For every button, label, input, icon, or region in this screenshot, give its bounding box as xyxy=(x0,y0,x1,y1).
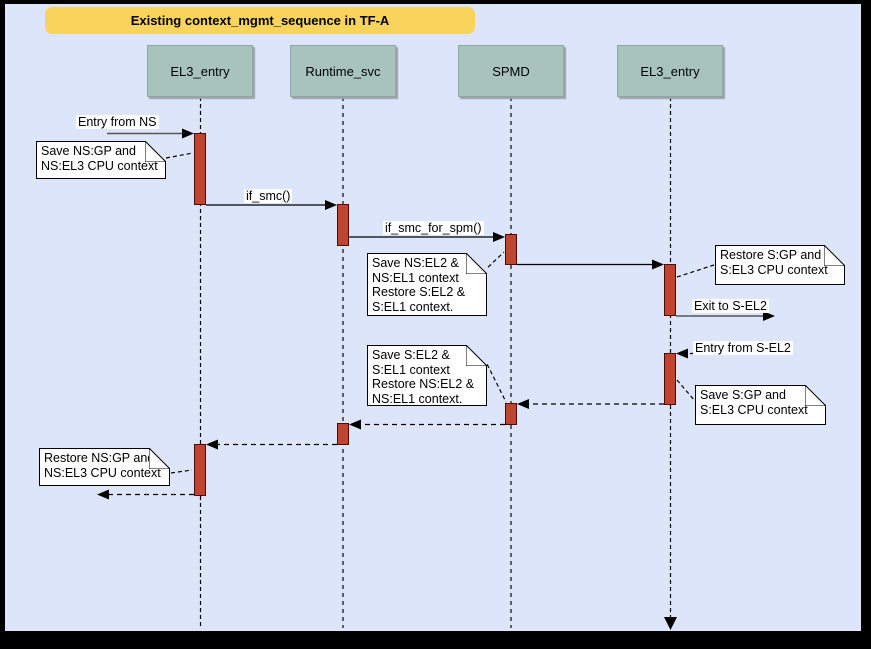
diagram-canvas xyxy=(5,4,861,631)
note-save-s-gp: Save S:GP and S:EL3 CPU context xyxy=(695,385,826,425)
note-save-ns-el2: Save NS:EL2 & NS:EL1 context Restore S:E… xyxy=(367,253,487,316)
activation-bar xyxy=(337,204,349,246)
arrowhead xyxy=(325,200,337,210)
note-line: NS:EL3 CPU context xyxy=(44,465,161,480)
note-line: NS:EL1 context. xyxy=(372,391,463,406)
note-connector xyxy=(482,251,505,273)
message-label-entry-from-sel2: Entry from S-EL2 xyxy=(693,341,793,355)
note-restore-s-gp: Restore S:GP and S:EL3 CPU context xyxy=(715,245,845,285)
lifeline-header-runtime-svc: Runtime_svc xyxy=(290,45,396,97)
note-fold-icon xyxy=(824,245,845,266)
activation-bar xyxy=(337,423,349,445)
message-label-if-smc: if_smc() xyxy=(244,189,293,203)
arrowhead xyxy=(206,439,218,450)
note-line: S:EL1 context xyxy=(372,362,450,377)
arrowhead xyxy=(676,348,688,359)
message-label-entry-from-ns: Entry from NS xyxy=(76,115,159,129)
note-connector xyxy=(676,379,696,402)
activation-bar xyxy=(194,133,206,205)
note-connector xyxy=(170,469,193,474)
note-connector xyxy=(483,357,507,403)
lifeline-header-spmd: SPMD xyxy=(458,45,564,97)
lifeline-label: EL3_entry xyxy=(170,63,230,79)
activation-bar xyxy=(194,444,206,496)
arrowhead xyxy=(493,232,505,242)
lifeline-label: Runtime_svc xyxy=(305,63,381,79)
arrowhead xyxy=(97,489,109,500)
note-fold-icon xyxy=(466,253,487,274)
note-fold-icon xyxy=(805,385,826,406)
note-line: Save NS:GP and xyxy=(41,144,136,158)
note-fold-icon xyxy=(466,345,487,366)
lifeline-end-arrow-icon xyxy=(664,617,677,630)
note-line: NS:EL1 context xyxy=(372,270,459,285)
activation-bar xyxy=(664,353,676,405)
note-connector xyxy=(676,264,715,278)
note-save-s-el2: Save S:EL2 & S:EL1 context Restore NS:EL… xyxy=(367,345,487,406)
note-line: Save S:EL2 & xyxy=(372,348,450,362)
note-line: S:EL3 CPU context xyxy=(700,402,808,417)
arrowhead xyxy=(517,399,529,409)
note-line: Restore NS:GP and xyxy=(44,451,155,465)
activation-bar xyxy=(505,403,517,425)
note-fold-icon xyxy=(149,448,170,469)
message-label-exit-to-sel2: Exit to S-EL2 xyxy=(692,299,769,313)
lifeline-label: EL3_entry xyxy=(640,63,700,79)
note-line: S:EL1 context. xyxy=(372,299,454,314)
diagram-title: Existing context_mgmt_sequence in TF-A xyxy=(45,7,475,34)
lifeline-label: SPMD xyxy=(492,63,530,79)
activation-bar xyxy=(664,264,676,316)
note-restore-ns-gp: Restore NS:GP and NS:EL3 CPU context xyxy=(39,448,170,486)
arrowhead xyxy=(349,419,361,430)
note-save-ns-gp: Save NS:GP and NS:EL3 CPU context xyxy=(36,141,166,179)
note-line: S:EL3 CPU context xyxy=(720,262,828,277)
note-fold-icon xyxy=(145,141,166,162)
note-line: Restore NS:EL2 & xyxy=(372,377,475,392)
message-label-if-smc-for-spm: if_smc_for_spm() xyxy=(383,221,484,235)
note-line: Save NS:EL2 & xyxy=(372,256,459,270)
activation-bar xyxy=(505,234,517,265)
lifeline-header-el3-entry-left: EL3_entry xyxy=(147,45,253,97)
note-line: Restore S:GP and xyxy=(720,248,822,262)
note-line: NS:EL3 CPU context xyxy=(41,158,158,173)
note-connector xyxy=(165,152,194,159)
lifeline-header-el3-entry-right: EL3_entry xyxy=(617,45,723,97)
note-line: Save S:GP and xyxy=(700,388,786,402)
arrowhead xyxy=(763,311,775,321)
arrowhead xyxy=(652,259,664,270)
note-line: Restore S:EL2 & xyxy=(372,285,466,300)
arrowhead xyxy=(182,128,194,139)
